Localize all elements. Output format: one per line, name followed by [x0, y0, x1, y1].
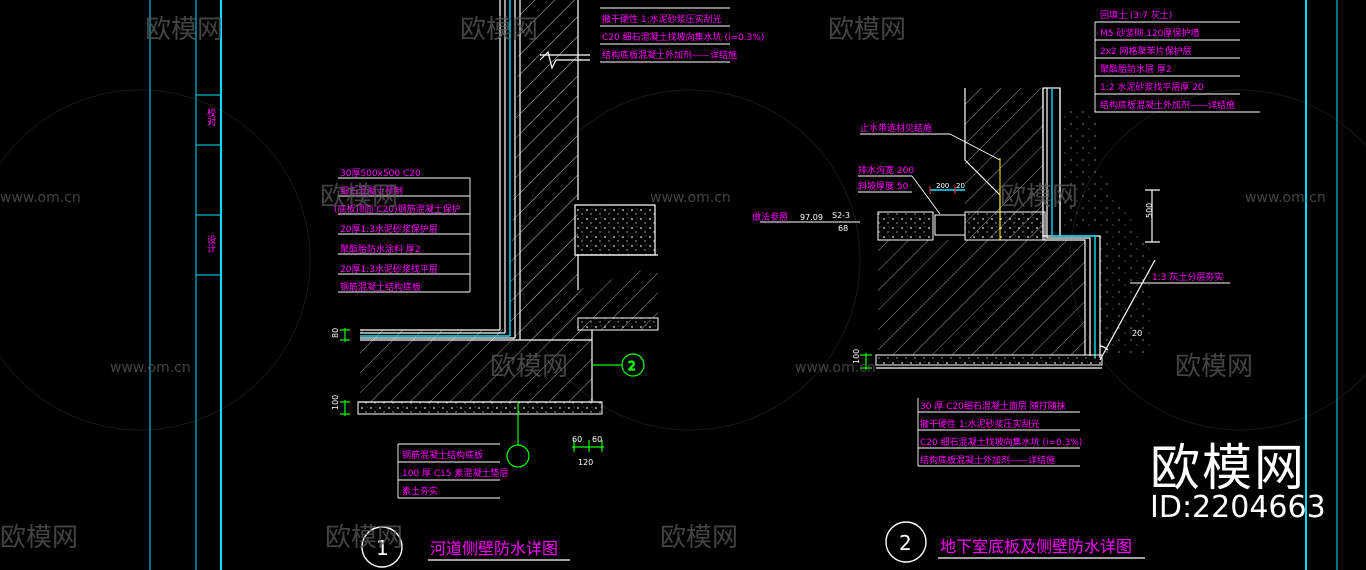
d1-left-note-6: 20厚1:3水泥砂浆找平层 — [340, 263, 438, 275]
d1-bottom-note-3: 素土夯实 — [402, 485, 438, 497]
d2-dim-500: 500 — [1145, 203, 1154, 218]
d1-title: 河道侧壁防水详图 — [430, 539, 558, 558]
d2-frac-bot: 68 — [838, 224, 848, 233]
watermark-4: 欧模网 — [320, 182, 398, 212]
watermark-7: 欧模网 — [1175, 352, 1253, 382]
d2-top-note-3: 2x2 网格聚苯片保护层 — [1100, 45, 1192, 57]
d2-top-note-2: M5 砂浆砌 120厚保护墙 — [1100, 27, 1199, 39]
d1-dim-60a: 60 — [572, 435, 582, 444]
watermark-url-5: www.om.cn — [1245, 190, 1326, 206]
d1-left-note-2: 细石混凝土预制 — [340, 185, 403, 197]
brand-logo-text: 欧模网 — [1150, 439, 1306, 497]
d1-dim-120: 120 — [578, 458, 593, 467]
watermark-url-1: www.om.cn — [0, 190, 81, 206]
d2-backfill-note: 1:3 灰土分层夯实 — [1152, 271, 1223, 283]
d1-number: 1 — [376, 536, 389, 560]
d1-top-note-3: 结构底板混凝土外加剂——详结施 — [602, 49, 737, 61]
watermark-1: 欧模网 — [145, 15, 223, 45]
d1-left-note-3: (底板顶面 C20)钢筋混凝土保护 — [334, 203, 461, 215]
watermark-2: 欧模网 — [460, 15, 538, 45]
d2-title: 地下室底板及侧壁防水详图 — [940, 537, 1132, 556]
d1-top-note-1: 撒干硬性 1:水泥砂浆压实刮光 — [602, 13, 722, 25]
d1-top-note-2: C20 细石混凝土找坡向集水坑 (i=0.3%) — [602, 31, 764, 43]
d2-frac-top: S2-3 — [832, 211, 850, 220]
d2-top-note-5: 1:2 水泥砂浆找平层厚 20 — [1100, 81, 1204, 93]
d2-floor-ref: 做法参照 — [752, 211, 788, 223]
d2-dim-200: 200 — [936, 182, 949, 190]
d1-bottom-note-2: 100 厚 C15 素混凝土垫层 — [402, 467, 509, 479]
d2-number: 2 — [899, 531, 912, 555]
watermark-6: 欧模网 — [490, 352, 568, 382]
watermark-5: 欧模网 — [1000, 182, 1078, 212]
watermark-url-4: www.om.cn — [795, 360, 876, 376]
watermark-9: 欧模网 — [325, 523, 403, 553]
d1-left-note-4: 20厚1:3水泥砂浆保护层 — [340, 223, 438, 235]
d1-left-note-1: 30厚500x500 C20 — [340, 168, 421, 179]
d1-left-note-5: 聚酯胎防水涂料 厚2 — [340, 243, 421, 255]
detail2-labels: 回填土 (3:7 灰土) M5 砂浆砌 120厚保护墙 2x2 网格聚苯片保护层… — [752, 9, 1235, 556]
d1-dim-80: 80 — [331, 328, 340, 338]
d2-bottom-note-4: 结构底板混凝土外加剂——详结施 — [920, 454, 1055, 466]
d2-dim-20: 20 — [956, 182, 965, 190]
detail1-section — [338, 0, 730, 568]
d2-top-note-1: 回填土 (3:7 灰土) — [1100, 9, 1172, 21]
d2-bottom-note-2: 撒干硬性 1:水泥砂浆压实刮光 — [920, 418, 1040, 430]
d2-ditch-note: 排水沟宽 200 — [858, 164, 914, 176]
watermark-10: 欧模网 — [660, 523, 738, 553]
d1-dim-100: 100 — [331, 395, 340, 410]
brand-id: ID:2204663 — [1150, 490, 1326, 525]
d2-level: 97.09 — [800, 213, 823, 222]
d2-drain-note: 止水带选材见结施 — [860, 122, 932, 134]
watermark-texts: 欧模网 欧模网 欧模网 欧模网 欧模网 欧模网 欧模网 欧模网 欧模网 欧模网 … — [0, 15, 1326, 553]
titleblock-design-label: 设计 — [205, 235, 216, 254]
detail2-section — [760, 21, 1260, 563]
d2-bottom-note-3: C20 细石混凝土找坡向集水坑 (i=0.3%) — [920, 436, 1082, 448]
watermark-8: 欧模网 — [0, 523, 78, 553]
d2-top-note-4: 聚酯胎防水层 厚2 — [1100, 63, 1172, 75]
d2-slope-note: 斜坡厚度 50 — [858, 180, 909, 192]
watermark-url-2: www.om.cn — [650, 190, 731, 206]
d2-top-note-6: 结构底板混凝土外加剂——详结施 — [1100, 99, 1235, 111]
d1-dim-60b: 60 — [592, 435, 602, 444]
d2-bottom-note-1: 30 厚 C20细石混凝土面层 随打随抹 — [920, 400, 1066, 412]
watermark-url-3: www.om.cn — [110, 360, 191, 376]
detail1-labels: 30厚500x500 C20 细石混凝土预制 (底板顶面 C20)钢筋混凝土保护… — [331, 13, 764, 560]
watermark-layer — [0, 89, 1366, 431]
sheet-border — [149, 0, 1338, 570]
titleblock-check-label: 校对 — [205, 107, 216, 126]
d1-grid-label: 2 — [628, 359, 636, 373]
watermark-3: 欧模网 — [828, 15, 906, 45]
d2-angle: 20 — [1132, 329, 1142, 338]
d1-bottom-note-1: 钢筋混凝土结构底板 — [402, 449, 483, 461]
d2-dim-100: 100 — [852, 349, 861, 364]
d1-left-note-7: 钢筋混凝土结构底板 — [340, 281, 421, 293]
